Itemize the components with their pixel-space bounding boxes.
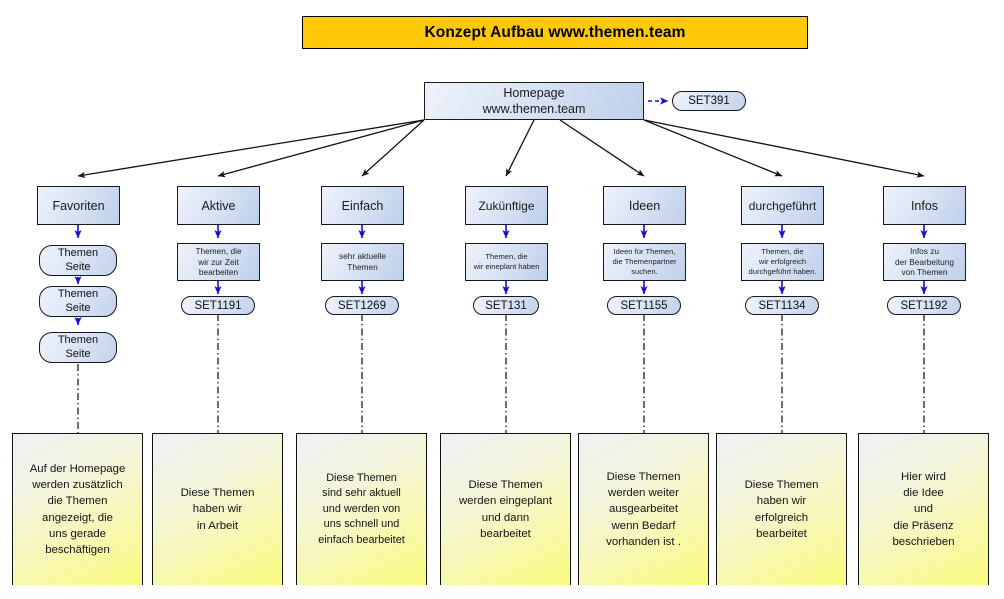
category-label: Ideen bbox=[628, 198, 661, 213]
description-label: Themen, die wir eineplant haben bbox=[473, 251, 540, 271]
set-label: SET1155 bbox=[620, 299, 668, 312]
node-category-durchgefuehrt[interactable]: durchgeführt bbox=[741, 186, 824, 225]
category-label: Infos bbox=[910, 198, 939, 213]
note-card-ideen: Diese Themen werden weiter ausgearbeitet… bbox=[578, 433, 709, 585]
node-set-aktive[interactable]: SET1191 bbox=[181, 296, 255, 315]
note-text: Hier wird die Idee und die Präsenz besch… bbox=[892, 470, 955, 548]
node-set391[interactable]: SET391 bbox=[672, 91, 746, 111]
set-label: SET1134 bbox=[758, 299, 806, 312]
node-description-zukuenftige[interactable]: Themen, die wir eineplant haben bbox=[465, 243, 548, 281]
page-title: Konzept Aufbau www.themen.team bbox=[424, 23, 686, 41]
themen-seite-label: Themen Seite bbox=[57, 333, 99, 360]
node-themen-seite-1[interactable]: Themen Seite bbox=[39, 245, 117, 276]
node-description-infos[interactable]: Infos zu der Bearbeitung von Themen bbox=[883, 243, 966, 281]
node-category-einfach[interactable]: Einfach bbox=[321, 186, 404, 225]
note-card-einfach: Diese Themen sind sehr aktuell und werde… bbox=[296, 433, 427, 585]
description-label: Themen, die wir erfolgreich durchgeführt… bbox=[748, 246, 817, 276]
node-description-aktive[interactable]: Themen, die wir zur Zeit bearbeiten bbox=[177, 243, 260, 281]
note-card-durchgefuehrt: Diese Themen haben wir erfolgreich bearb… bbox=[716, 433, 847, 585]
node-description-ideen[interactable]: Ideen für Themen, die Themenpartner such… bbox=[603, 243, 686, 281]
node-themen-seite-3[interactable]: Themen Seite bbox=[39, 332, 117, 363]
description-label: Infos zu der Bearbeitung von Themen bbox=[894, 245, 955, 278]
node-set-ideen[interactable]: SET1155 bbox=[607, 296, 681, 315]
note-text: Diese Themen haben wir erfolgreich bearb… bbox=[744, 478, 819, 540]
note-card-zukuenftige: Diese Themen werden eingeplant und dann … bbox=[440, 433, 571, 585]
set-label: SET1192 bbox=[900, 299, 948, 312]
set-label: SET1191 bbox=[194, 299, 242, 312]
homepage-line-1: Homepage bbox=[503, 86, 565, 100]
category-label: durchgeführt bbox=[748, 198, 817, 213]
note-card-infos: Hier wird die Idee und die Präsenz besch… bbox=[858, 433, 989, 585]
note-text: Auf der Homepage werden zusätzlich die T… bbox=[29, 462, 126, 557]
node-set-infos[interactable]: SET1192 bbox=[887, 296, 961, 315]
node-homepage[interactable]: Homepage www.themen.team bbox=[424, 82, 644, 120]
node-themen-seite-2[interactable]: Themen Seite bbox=[39, 286, 117, 317]
node-category-aktive[interactable]: Aktive bbox=[177, 186, 260, 225]
description-label: Ideen für Themen, die Themenpartner such… bbox=[612, 246, 677, 276]
note-text: Diese Themen sind sehr aktuell und werde… bbox=[318, 471, 405, 546]
category-label: Favoriten bbox=[52, 198, 105, 213]
set-label: SET131 bbox=[485, 299, 527, 312]
node-category-infos[interactable]: Infos bbox=[883, 186, 966, 225]
description-label: sehr aktuelle Themen bbox=[338, 251, 387, 272]
set-label: SET1269 bbox=[338, 299, 386, 312]
node-set-einfach[interactable]: SET1269 bbox=[325, 296, 399, 315]
themen-seite-label: Themen Seite bbox=[57, 287, 99, 314]
node-category-favoriten[interactable]: Favoriten bbox=[37, 186, 120, 225]
note-text: Diese Themen werden eingeplant und dann … bbox=[458, 478, 553, 540]
category-label: Aktive bbox=[201, 198, 236, 213]
homepage-line-2: www.themen.team bbox=[482, 102, 586, 116]
node-set-zukuenftige[interactable]: SET131 bbox=[473, 296, 539, 315]
note-text: Diese Themen werden weiter ausgearbeitet… bbox=[606, 470, 681, 548]
node-description-durchgefuehrt[interactable]: Themen, die wir erfolgreich durchgeführt… bbox=[741, 243, 824, 281]
category-label: Einfach bbox=[341, 198, 384, 213]
node-description-einfach[interactable]: sehr aktuelle Themen bbox=[321, 243, 404, 281]
note-card-aktive: Diese Themen haben wir in Arbeit bbox=[152, 433, 283, 585]
description-label: Themen, die wir zur Zeit bearbeiten bbox=[195, 245, 242, 278]
themen-seite-label: Themen Seite bbox=[57, 246, 99, 273]
category-label: Zukünftige bbox=[478, 198, 535, 213]
node-category-ideen[interactable]: Ideen bbox=[603, 186, 686, 225]
note-text: Diese Themen haben wir in Arbeit bbox=[180, 487, 255, 532]
note-card-favoriten: Auf der Homepage werden zusätzlich die T… bbox=[12, 433, 143, 585]
set391-label: SET391 bbox=[688, 95, 730, 107]
node-set-durchgefuehrt[interactable]: SET1134 bbox=[745, 296, 819, 315]
node-category-zukuenftige[interactable]: Zukünftige bbox=[465, 186, 548, 225]
diagram-title-banner: Konzept Aufbau www.themen.team bbox=[302, 16, 808, 49]
